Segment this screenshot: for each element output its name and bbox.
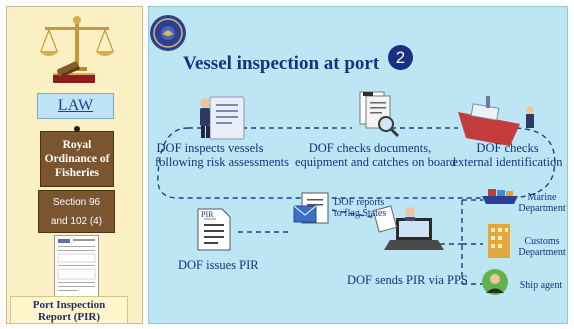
panel-title: Vessel inspection at port (183, 53, 380, 74)
step-sends-label: DOF sends PIR via PPS (347, 273, 468, 287)
pir-caption-line-1: Port Inspection (32, 299, 106, 311)
section-sign: Section 96 and 102 (4) (38, 190, 115, 233)
recipient-customs-label: Customs Department (517, 236, 567, 258)
recipient-customs-line-1: Customs (524, 236, 560, 247)
step-external-label: DOF checks external identification (450, 141, 565, 169)
step-reports-line-1: DOF reports (334, 197, 385, 208)
pir-caption: Port Inspection Report (PIR) (10, 296, 128, 324)
law-column: LAW Royal Ordinance of Fisheries Section… (6, 6, 143, 324)
ordinance-line-3: Fisheries (54, 167, 100, 179)
pir-form-thumbnail (54, 235, 99, 297)
step-documents-line-1: DOF checks documents, (308, 141, 432, 155)
step-inspect-line-1: DOF inspects vessels (156, 141, 264, 155)
royal-ordinance-sign: Royal Ordinance of Fisheries (40, 131, 114, 187)
step-number-badge: 2 (388, 45, 413, 70)
step-inspect-label: DOF inspects vessels following risk asse… (155, 141, 290, 169)
scales-of-justice-icon (39, 16, 115, 83)
recipient-agent-label: Ship agent (519, 280, 563, 291)
recipient-marine-label: Marine Department (517, 192, 567, 214)
step-issues-pir-label: DOF issues PIR (178, 258, 259, 272)
ordinance-line-2: Ordinance of (44, 153, 110, 165)
step-documents-label: DOF checks documents, equipment and catc… (295, 141, 457, 169)
section-line-2: and 102 (4) (50, 216, 103, 227)
step-external-line-1: DOF checks (476, 141, 539, 155)
section-line-1: Section 96 (52, 197, 101, 208)
recipient-marine-line-2: Department (518, 203, 566, 214)
ordinance-line-1: Royal (62, 139, 92, 151)
recipient-customs-line-2: Department (518, 247, 566, 258)
step-external-line-2: external identification (452, 155, 563, 169)
sign-pin-icon (74, 126, 80, 132)
law-heading: LAW (37, 93, 114, 119)
recipient-marine-line-1: Marine (527, 192, 557, 203)
step-documents-line-2: equipment and catches on board (295, 155, 457, 169)
step-reports-label: DOF reports to flag States (334, 197, 390, 219)
step-inspect-line-2: following risk assessments (155, 155, 290, 169)
pir-caption-line-2: Report (PIR) (37, 311, 100, 323)
step-reports-line-2: to flag States (334, 208, 387, 219)
form-document-icon (57, 239, 96, 291)
